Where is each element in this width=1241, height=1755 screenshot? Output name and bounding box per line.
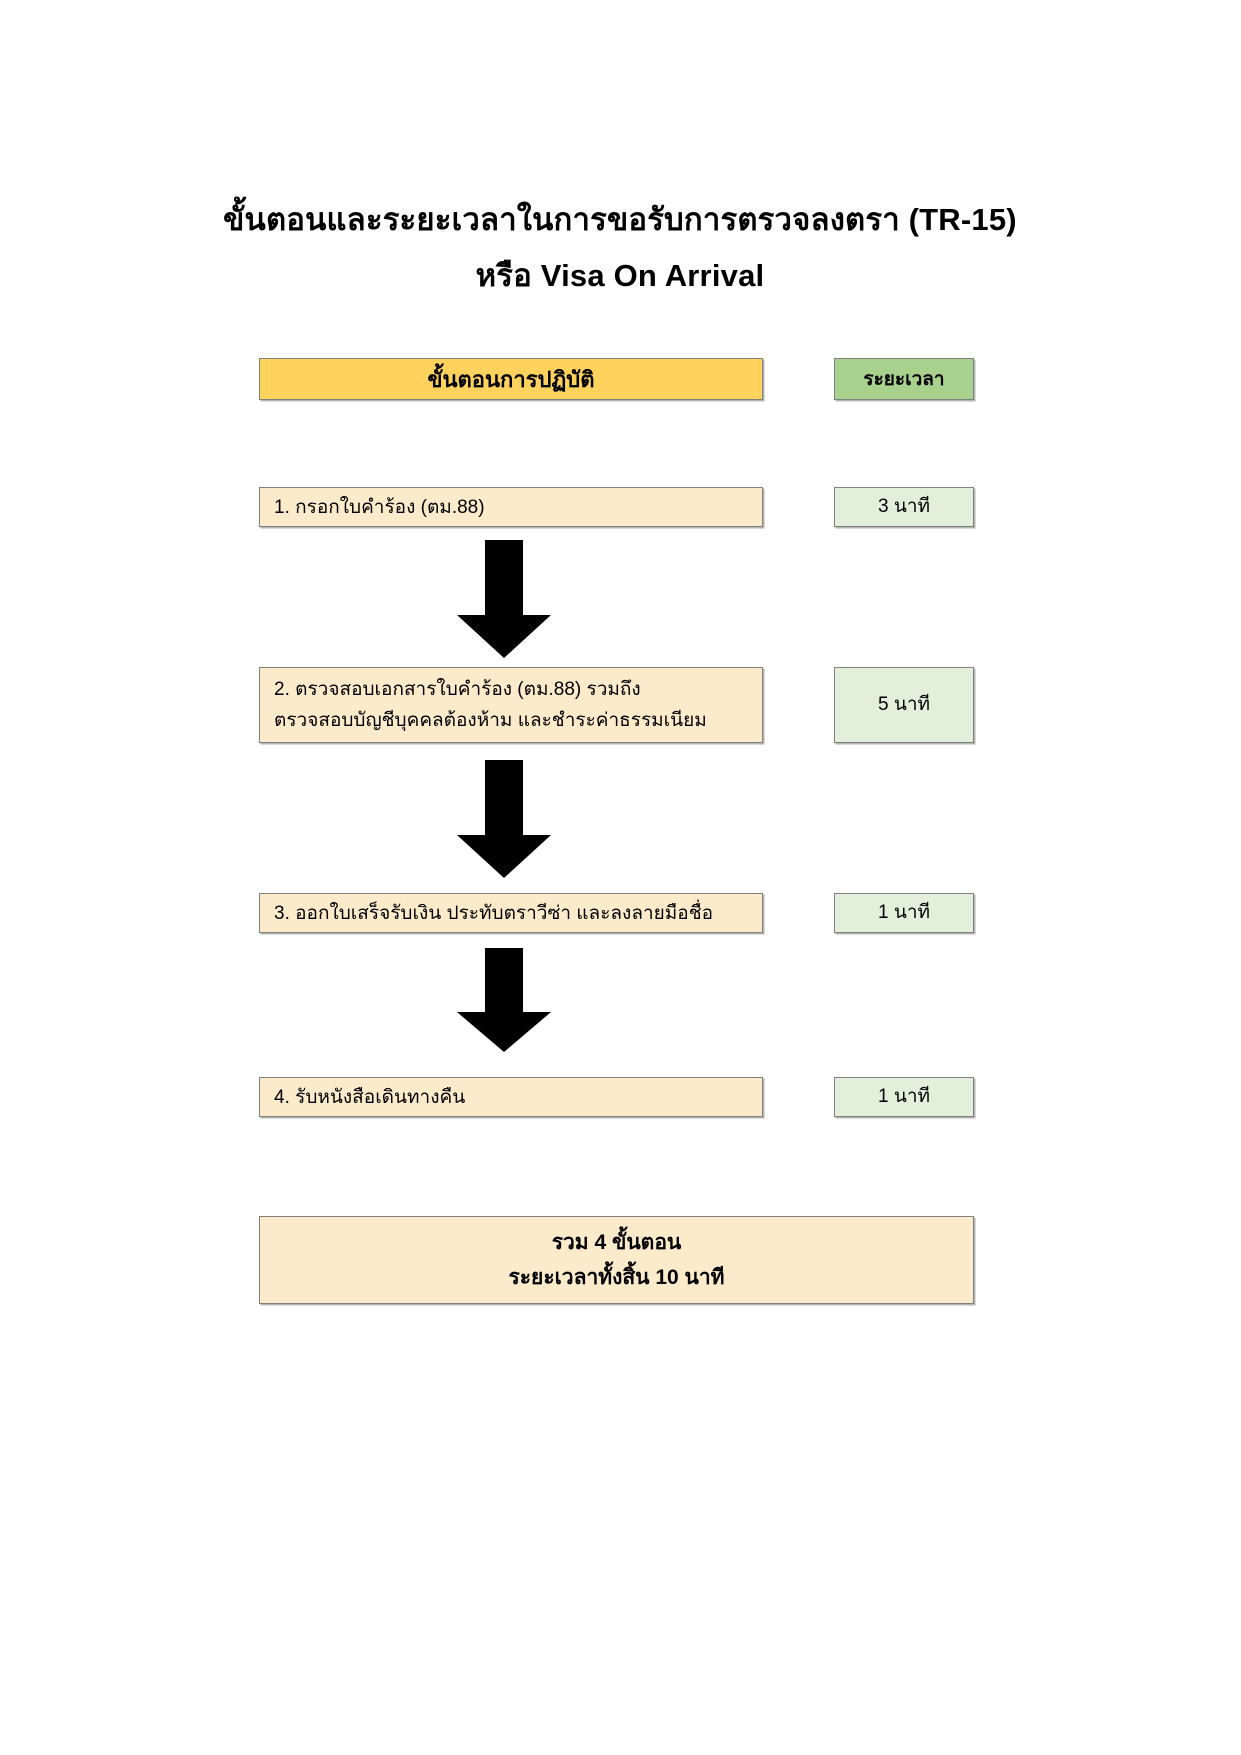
step-box-3: 3. ออกใบเสร็จรับเงิน ประทับตราวีซ่า และล…	[259, 893, 763, 933]
step-4-line-1: 4. รับหนังสือเดินทางคืน	[274, 1086, 466, 1108]
time-box-3: 1 นาที	[834, 893, 974, 933]
summary-box: รวม 4 ขั้นตอน ระยะเวลาทั้งสิ้น 10 นาที	[259, 1216, 974, 1304]
time-3-value: 1 นาที	[877, 902, 931, 923]
time-box-1: 3 นาที	[834, 487, 974, 527]
time-box-4: 1 นาที	[834, 1077, 974, 1117]
step-1-line-1: 1. กรอกใบคำร้อง (ตม.88)	[274, 496, 485, 518]
step-box-2: 2. ตรวจสอบเอกสารใบคำร้อง (ตม.88) รวมถึง …	[259, 667, 763, 743]
step-3-line-1: 3. ออกใบเสร็จรับเงิน ประทับตราวีซ่า และล…	[274, 902, 714, 924]
time-1-value: 3 นาที	[877, 496, 931, 517]
time-box-2: 5 นาที	[834, 667, 974, 743]
column-header-process-label: ขั้นตอนการปฏิบัติ	[427, 366, 595, 392]
title-line-1: ขั้นตอนและระยะเวลาในการขอรับการตรวจลงตรา…	[223, 202, 1017, 237]
column-header-duration: ระยะเวลา	[834, 358, 974, 400]
page-title: ขั้นตอนและระยะเวลาในการขอรับการตรวจลงตรา…	[160, 192, 1080, 304]
column-header-process: ขั้นตอนการปฏิบัติ	[259, 358, 763, 400]
step-2-line-1: 2. ตรวจสอบเอกสารใบคำร้อง (ตม.88) รวมถึง	[274, 679, 641, 700]
down-arrow-3-icon	[451, 948, 557, 1052]
step-box-1: 1. กรอกใบคำร้อง (ตม.88)	[259, 487, 763, 527]
down-arrow-1-icon	[451, 540, 557, 658]
summary-total-steps: รวม 4 ขั้นตอน	[551, 1231, 682, 1254]
time-4-value: 1 นาที	[877, 1086, 931, 1107]
title-line-2: หรือ Visa On Arrival	[475, 258, 765, 293]
time-2-value: 5 นาที	[877, 694, 931, 715]
step-2-line-2: ตรวจสอบบัญชีบุคคลต้องห้าม และชำระค่าธรรม…	[274, 710, 707, 731]
down-arrow-2-icon	[451, 760, 557, 878]
column-header-duration-label: ระยะเวลา	[863, 369, 945, 390]
step-box-4: 4. รับหนังสือเดินทางคืน	[259, 1077, 763, 1117]
summary-total-time: ระยะเวลาทั้งสิ้น 10 นาที	[508, 1266, 725, 1289]
